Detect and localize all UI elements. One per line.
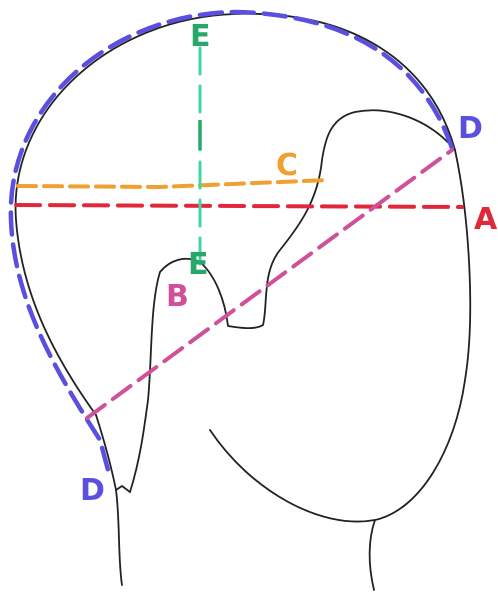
label-b: B [166,279,189,314]
measurement-b-line [85,148,454,420]
label-d-top: D [458,111,483,146]
label-e-top: E [190,19,211,54]
measurement-a-line [14,203,464,209]
label-c: C [276,148,298,183]
label-e-bottom: E [188,247,209,282]
ear-outline [129,109,456,493]
head-outline [14,12,472,523]
neck-notch [115,485,131,493]
measurement-d-line [8,9,455,473]
label-d-bottom: D [80,473,105,508]
label-a: A [474,202,498,237]
neck-right-outline [368,519,376,591]
measurement-c-line [16,178,330,190]
